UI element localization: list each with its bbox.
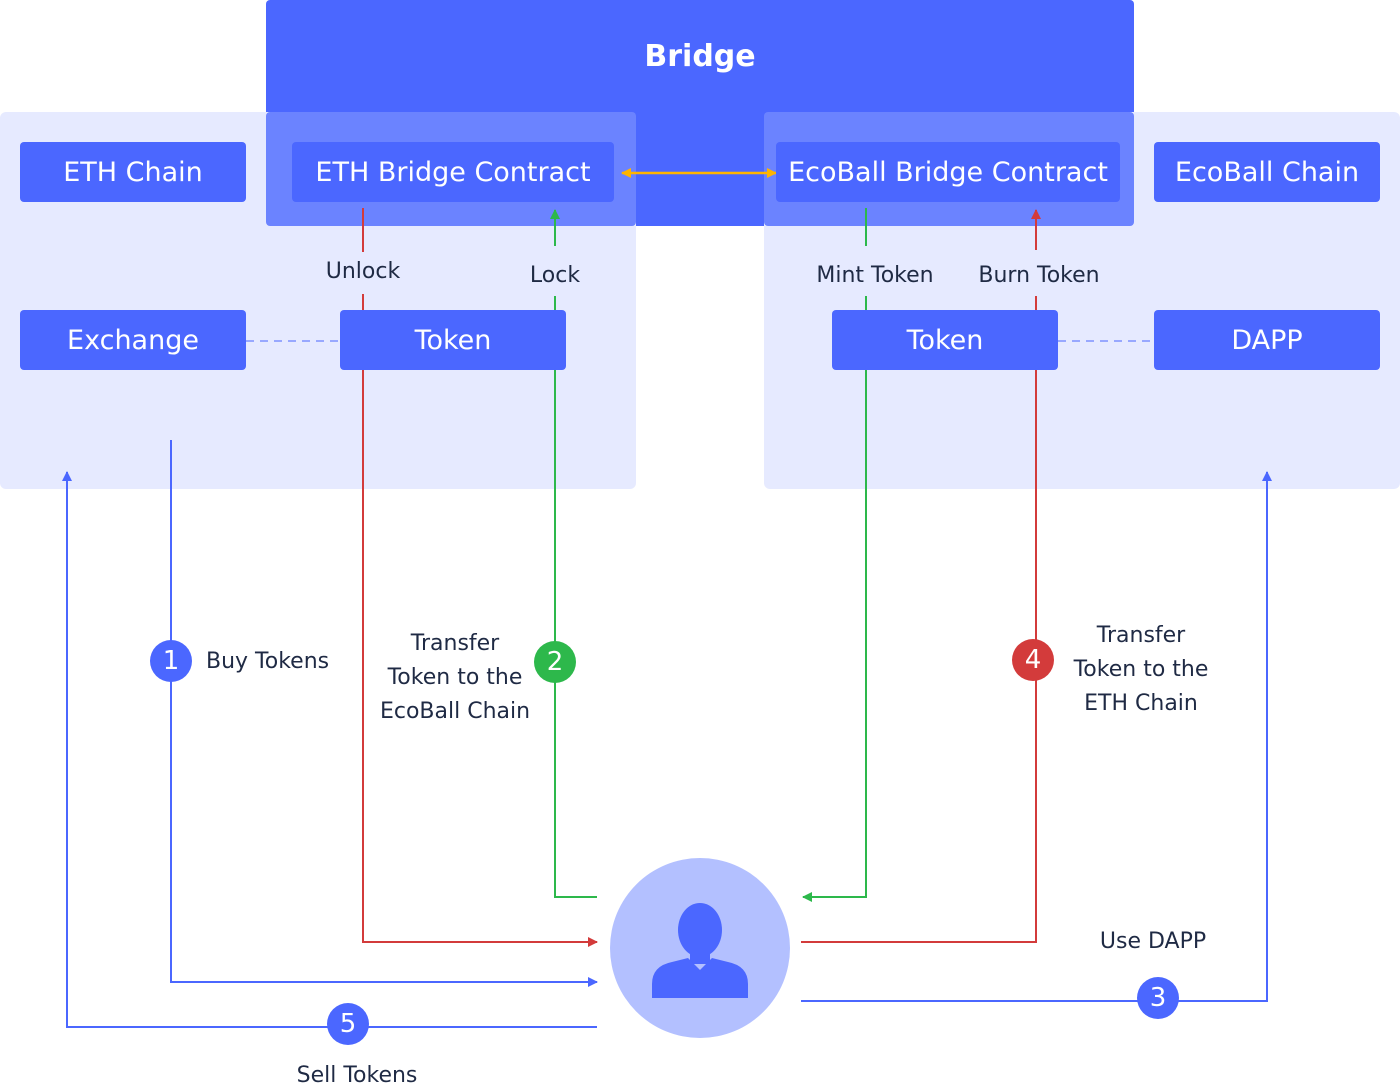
- lock-label: Lock: [529, 263, 581, 288]
- mint-token-flow: [802, 370, 867, 902]
- exchange-node[interactable]: Exchange: [20, 310, 246, 370]
- sell-tokens-flow: [62, 471, 597, 1028]
- user-avatar[interactable]: [610, 858, 790, 1038]
- unlock-label: Unlock: [325, 259, 401, 284]
- step-3-label: Use DAPP: [1099, 929, 1207, 954]
- ecoball-bridge-contract-node[interactable]: EcoBall Bridge Contract: [776, 142, 1120, 202]
- step-5-label: Sell Tokens: [296, 1063, 418, 1088]
- mint-token-label: Mint Token: [816, 263, 934, 288]
- use-dapp-flow: [801, 471, 1272, 1002]
- ecoball-token-node[interactable]: Token: [832, 310, 1058, 370]
- unlock-flow: [362, 370, 598, 947]
- burn-token-label: Burn Token: [978, 263, 1100, 288]
- burn-token-flow: [801, 370, 1037, 943]
- step-2-label: Transfer Token to the EcoBall Chain: [379, 631, 531, 724]
- dapp-node[interactable]: DAPP: [1154, 310, 1380, 370]
- step-4-badge: 4: [1012, 639, 1054, 681]
- ecoball-chain-node[interactable]: EcoBall Chain: [1154, 142, 1380, 202]
- step-4-label: Transfer Token to the ETH Chain: [1073, 623, 1209, 716]
- lock-flow: [554, 370, 597, 898]
- buy-tokens-flow: [170, 440, 598, 987]
- step-1-badge: 1: [150, 640, 192, 682]
- step-5-badge: 5: [327, 1003, 369, 1045]
- eth-chain-node[interactable]: ETH Chain: [20, 142, 246, 202]
- step-3-badge: 3: [1137, 977, 1179, 1019]
- step-1-label: Buy Tokens: [206, 649, 330, 674]
- bridge-title: Bridge: [644, 38, 756, 74]
- user-icon: [652, 903, 748, 998]
- eth-token-node[interactable]: Token: [340, 310, 566, 370]
- step-2-badge: 2: [534, 641, 576, 683]
- eth-bridge-contract-node[interactable]: ETH Bridge Contract: [292, 142, 614, 202]
